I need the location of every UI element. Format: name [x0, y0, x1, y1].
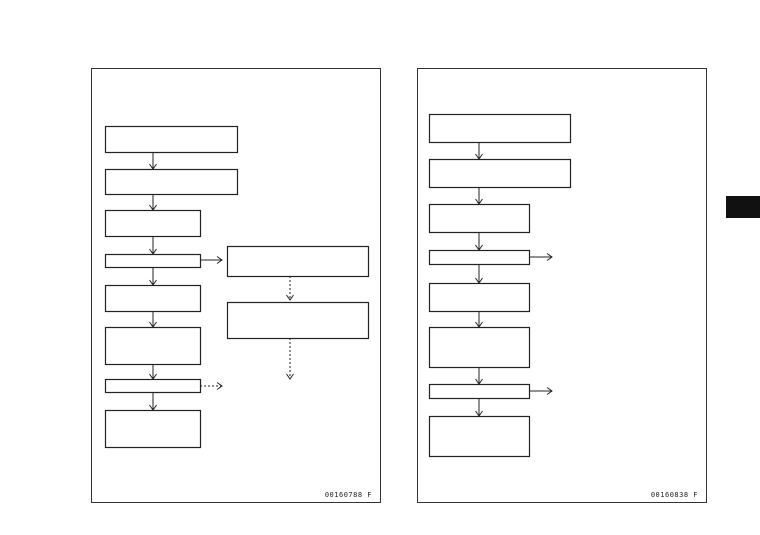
flow-box-9 [226, 245, 370, 278]
flowchart-panel-left: 00160788 F [91, 68, 381, 503]
flow-box-3 [428, 203, 531, 234]
flow-box-7 [428, 383, 531, 400]
flow-box-3 [104, 209, 202, 238]
flow-arrow-8 [529, 253, 553, 261]
flow-box-2 [428, 158, 572, 189]
flow-box-8 [104, 409, 202, 449]
section-tab [726, 196, 760, 218]
flow-arrow-4 [149, 267, 157, 286]
flowchart-right [428, 113, 572, 458]
flowchart-left [104, 125, 370, 449]
flow-arrow-8 [200, 256, 223, 264]
flow-arrow-10 [286, 276, 294, 301]
flow-arrow-11 [286, 338, 294, 380]
flowchart-panel-right: 00160838 F [417, 68, 707, 503]
flow-box-1 [104, 125, 239, 154]
diagram-code-left: 00160788 F [324, 491, 372, 499]
flow-box-5 [428, 282, 531, 313]
flow-box-8 [428, 415, 531, 458]
flow-arrow-3 [475, 232, 483, 251]
flow-box-1 [428, 113, 572, 144]
flow-arrow-6 [149, 364, 157, 380]
flow-box-6 [428, 326, 531, 369]
diagram-code-right: 00160838 F [650, 491, 698, 499]
flow-box-6 [104, 326, 202, 366]
flow-box-7 [104, 378, 202, 394]
flow-arrow-2 [475, 187, 483, 205]
flow-arrow-2 [149, 194, 157, 211]
flow-arrow-5 [149, 311, 157, 328]
flow-box-10 [226, 301, 370, 340]
flow-arrow-1 [149, 152, 157, 170]
flow-arrow-3 [149, 236, 157, 255]
flow-arrow-7 [149, 392, 157, 411]
flow-arrow-6 [475, 367, 483, 385]
flow-arrow-9 [529, 387, 553, 395]
flow-arrow-9 [200, 382, 223, 390]
flow-arrow-1 [475, 142, 483, 160]
flow-arrow-7 [475, 398, 483, 417]
flow-box-2 [104, 168, 239, 196]
flow-box-4 [428, 249, 531, 266]
flow-box-5 [104, 284, 202, 313]
flow-arrow-4 [475, 264, 483, 284]
flow-arrow-5 [475, 311, 483, 328]
flow-box-4 [104, 253, 202, 269]
